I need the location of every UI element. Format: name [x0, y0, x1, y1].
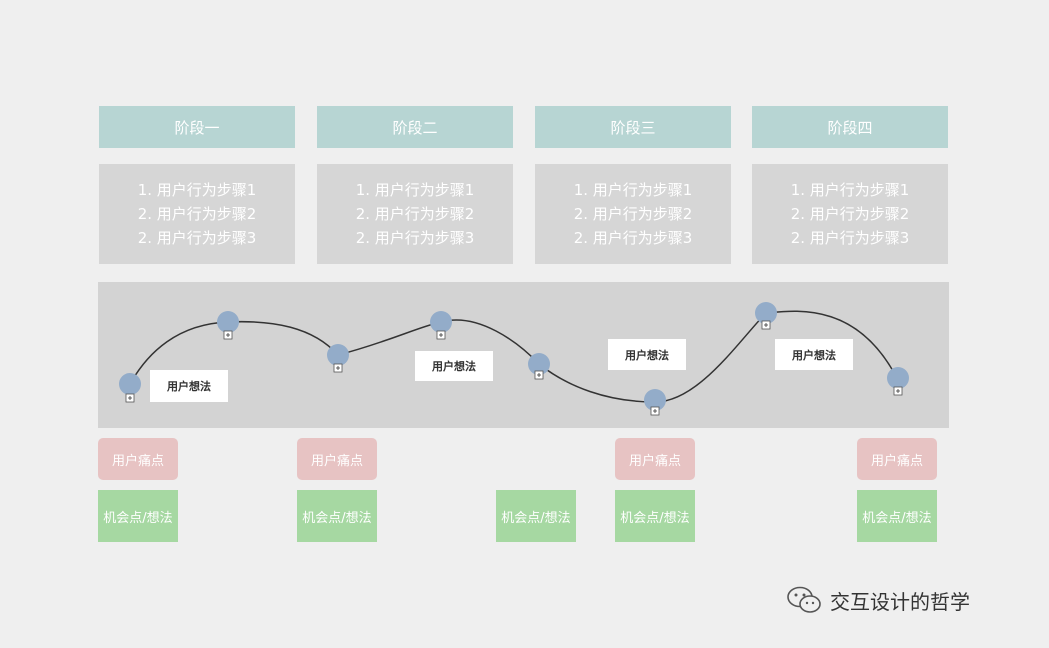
- curve-node[interactable]: [887, 367, 909, 396]
- emotion-curve: [119, 302, 909, 416]
- thought-box-1: 用户想法: [150, 370, 228, 402]
- step-text: 1. 用户行为步骤1: [573, 181, 693, 199]
- opportunity-1: 机会点/想法: [98, 490, 178, 542]
- opportunity-3: 机会点/想法: [496, 490, 576, 542]
- pain-point-3: 用户痛点: [615, 438, 695, 480]
- curve-node[interactable]: [430, 311, 452, 340]
- step-text: 1. 用户行为步骤1: [355, 181, 475, 199]
- stage-4-header: 阶段四: [752, 106, 948, 148]
- pain-point-1: 用户痛点: [98, 438, 178, 480]
- step-text: 2. 用户行为步骤2: [137, 205, 257, 223]
- stage-4-steps: 1. 用户行为步骤1 2. 用户行为步骤2 2. 用户行为步骤3: [752, 164, 948, 264]
- curve-node[interactable]: [644, 389, 666, 416]
- curve-node[interactable]: [755, 302, 777, 330]
- thought-box-3: 用户想法: [608, 339, 686, 370]
- step-text: 2. 用户行为步骤3: [137, 229, 257, 247]
- step-text: 2. 用户行为步骤3: [355, 229, 475, 247]
- step-text: 1. 用户行为步骤1: [137, 181, 257, 199]
- watermark: 交互设计的哲学: [786, 585, 970, 615]
- step-text: 2. 用户行为步骤3: [790, 229, 910, 247]
- stage-2-header: 阶段二: [317, 106, 513, 148]
- opportunity-5: 机会点/想法: [857, 490, 937, 542]
- stage-3-steps: 1. 用户行为步骤1 2. 用户行为步骤2 2. 用户行为步骤3: [535, 164, 731, 264]
- curve-node[interactable]: [217, 311, 239, 340]
- stage-3-header: 阶段三: [535, 106, 731, 148]
- step-text: 2. 用户行为步骤2: [355, 205, 475, 223]
- step-text: 2. 用户行为步骤2: [790, 205, 910, 223]
- stage-2-steps: 1. 用户行为步骤1 2. 用户行为步骤2 2. 用户行为步骤3: [317, 164, 513, 264]
- curve-node[interactable]: [327, 344, 349, 373]
- step-text: 1. 用户行为步骤1: [790, 181, 910, 199]
- curve-node[interactable]: [119, 373, 141, 403]
- opportunity-4: 机会点/想法: [615, 490, 695, 542]
- stage-1-header: 阶段一: [99, 106, 295, 148]
- opportunity-2: 机会点/想法: [297, 490, 377, 542]
- watermark-text: 交互设计的哲学: [830, 589, 970, 614]
- step-text: 2. 用户行为步骤3: [573, 229, 693, 247]
- thought-box-2: 用户想法: [415, 351, 493, 381]
- pain-point-4: 用户痛点: [857, 438, 937, 480]
- curve-node[interactable]: [528, 353, 550, 380]
- thought-box-4: 用户想法: [775, 339, 853, 370]
- step-text: 2. 用户行为步骤2: [573, 205, 693, 223]
- wechat-icon: [787, 586, 821, 613]
- pain-point-2: 用户痛点: [297, 438, 377, 480]
- stage-1-steps: 1. 用户行为步骤1 2. 用户行为步骤2 2. 用户行为步骤3: [99, 164, 295, 264]
